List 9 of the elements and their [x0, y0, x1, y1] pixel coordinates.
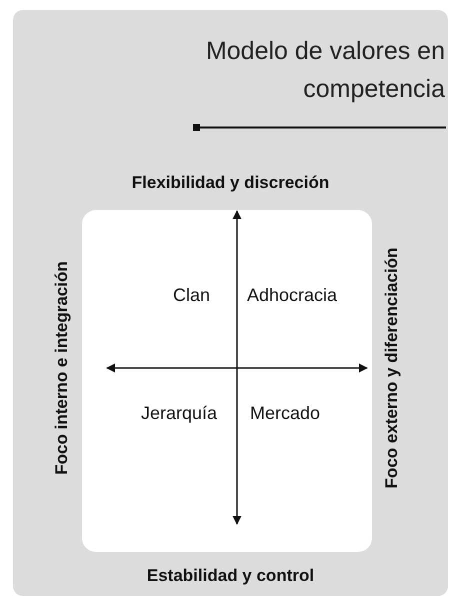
quadrant-label: Clan: [173, 284, 210, 306]
axis-label: Flexibilidad y discreción: [130, 172, 330, 194]
title: Modelo de valores en competencia: [205, 36, 445, 105]
quadrant-label: Jerarquía: [141, 402, 218, 424]
quadrant-label: Mercado: [250, 402, 320, 424]
quadrant-label: Adhocracia: [247, 284, 338, 306]
axis-label: Estabilidad y control: [146, 565, 316, 587]
axis-label: Foco externo y diferenciación: [381, 248, 402, 488]
axis-label: Foco interno e integración: [51, 261, 72, 475]
